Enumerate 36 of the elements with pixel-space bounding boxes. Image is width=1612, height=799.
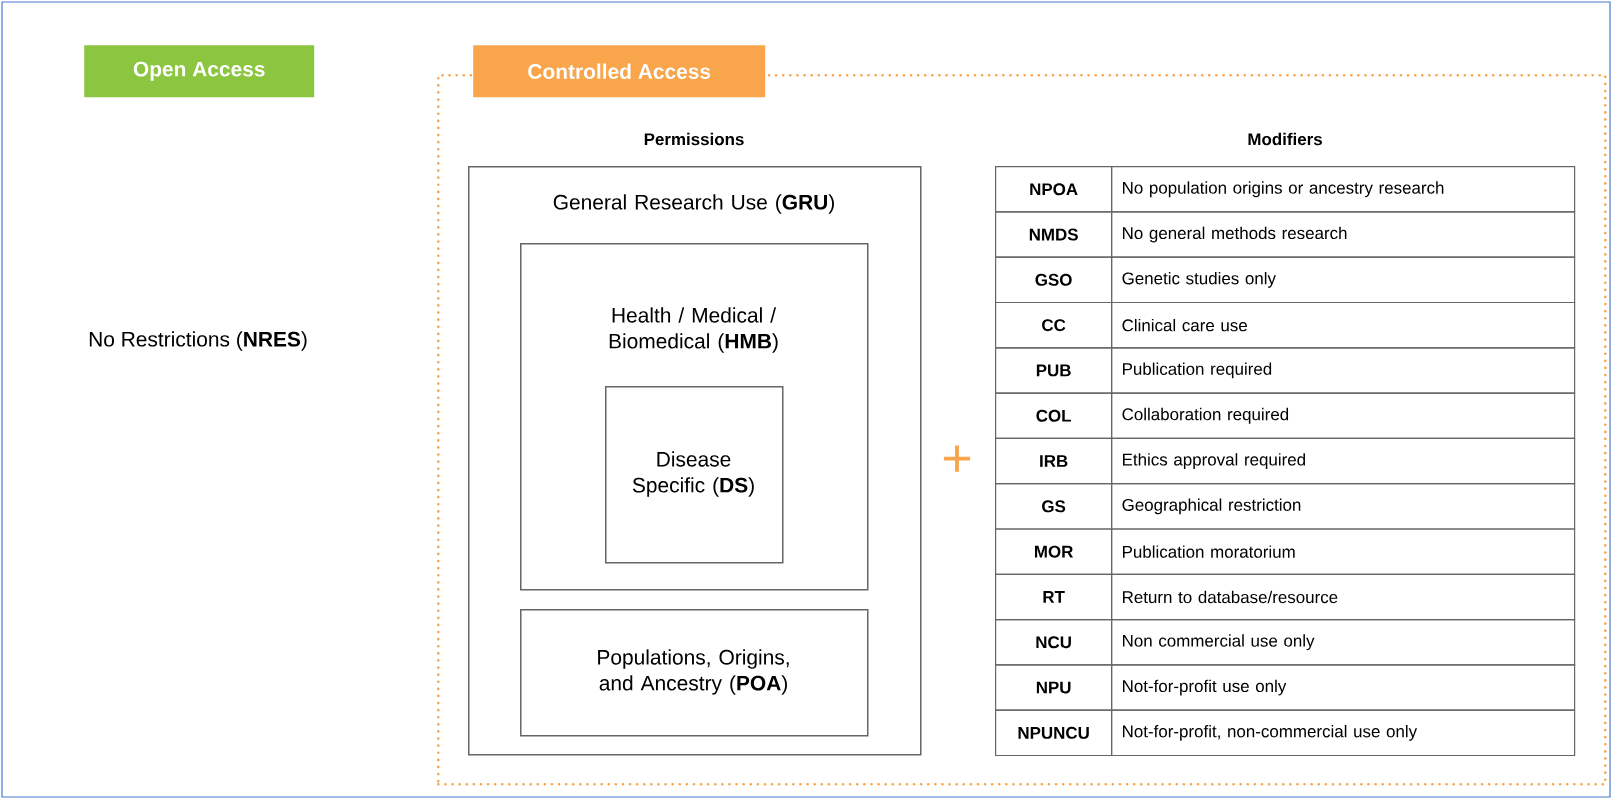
box-label: General Research Use (GRU) [553, 194, 834, 214]
table-cell: GSO [995, 256, 1113, 304]
plus-sign: + [943, 445, 971, 472]
table-cell: Ethics approval required [1111, 437, 1576, 485]
table-cell: GS [995, 483, 1113, 530]
table-cell: NCU [995, 619, 1113, 666]
table-cell: No general methods research [1111, 211, 1576, 258]
table-cell: IRB [995, 437, 1113, 485]
table-cell: NPUNCU [995, 709, 1113, 757]
heading-tag: Controlled Access [473, 45, 766, 98]
table-cell: PUB [995, 347, 1113, 394]
table-cell: Clinical care use [1111, 301, 1576, 349]
table-cell: COL [995, 392, 1113, 439]
heading-tag: Open Access [84, 45, 315, 98]
table-cell: Collaboration required [1111, 392, 1576, 439]
table-cell: Publication required [1111, 347, 1576, 394]
table-cell: NPOA [995, 166, 1113, 213]
table-cell: Non commercial use only [1111, 619, 1576, 666]
table-cell: Return to database/resource [1111, 573, 1576, 621]
box-label: Populations, Origins, and Ancestry (POA) [598, 649, 789, 695]
column-heading: Permissions [644, 132, 744, 146]
table-cell: NMDS [995, 211, 1113, 258]
table-cell: Not-for-profit use only [1111, 664, 1576, 711]
table-cell: Genetic studies only [1111, 256, 1576, 304]
column-heading: Modifiers [1248, 132, 1322, 146]
table-cell: No population origins or ancestry research [1111, 166, 1576, 213]
table-cell: CC [995, 301, 1113, 349]
box-label: Health / Medical / Biomedical (HMB) [609, 307, 778, 353]
table-cell: MOR [995, 528, 1113, 575]
table-cell: RT [995, 573, 1113, 621]
table-cell: NPU [995, 664, 1113, 711]
table-cell: Not-for-profit, non-commercial use only [1111, 709, 1576, 757]
table-cell: Publication moratorium [1111, 528, 1576, 575]
access-label: No Restrictions (NRES) [89, 331, 307, 351]
box-label: Disease Specific (DS) [632, 451, 754, 497]
table-cell: Geographical restriction [1111, 483, 1576, 530]
